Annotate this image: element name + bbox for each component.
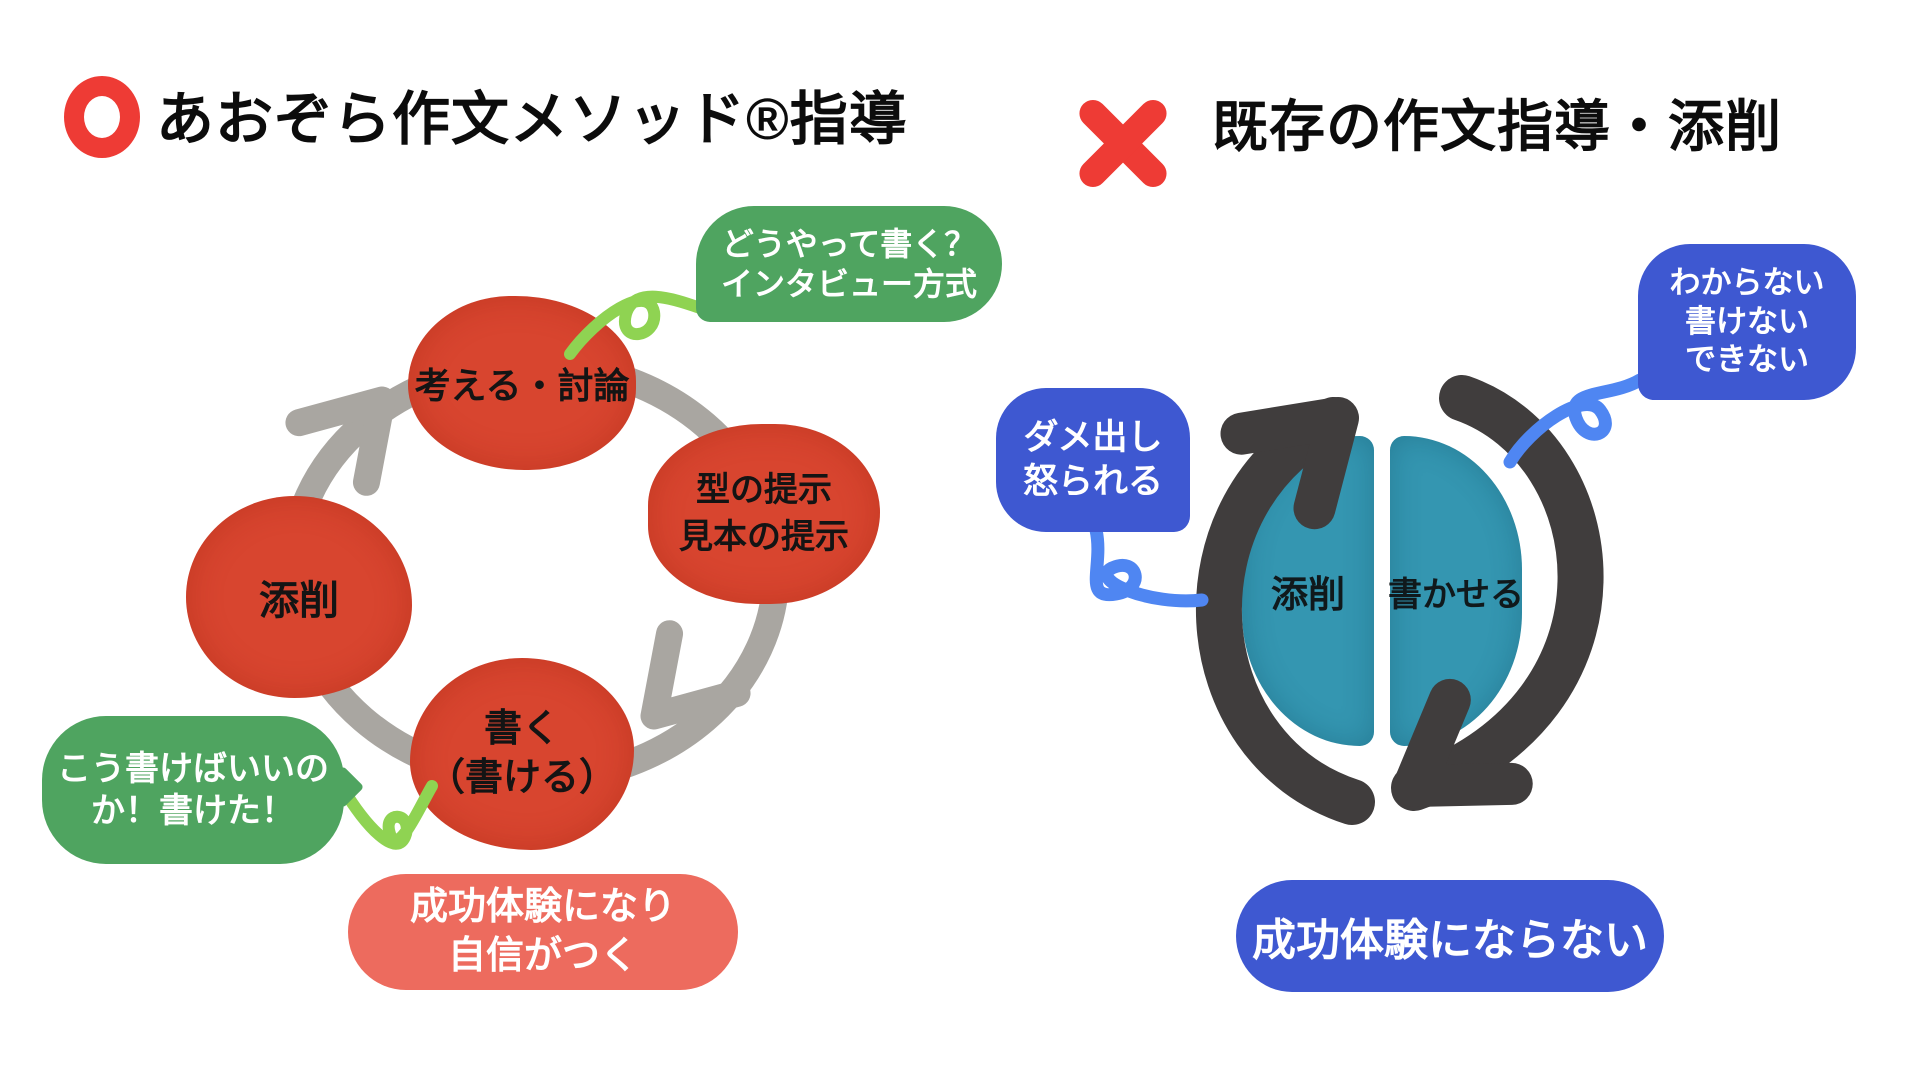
bubble-line: か！書けた！ [91,792,295,830]
cycle-node-correction: 添削 [186,496,412,698]
bubble-line: 書けない [1685,303,1809,339]
curl-connector-blue-right [1503,373,1647,469]
result-pill-failure: 成功体験にならない [1236,880,1664,992]
bubble-line: わからない [1669,264,1825,300]
left-panel-title: あおぞら作文メソッド®指導 [156,87,908,152]
speech-bubble-scolded: ダメ出し 怒られる [996,388,1190,532]
cycle-node-think-discuss: 考える・討論 [408,296,636,470]
speech-bubble-cant-do: わからない 書けない できない [1638,244,1856,400]
half-label: 添削 [1271,574,1345,615]
result-pill-success: 成功体験になり 自信がつく [348,874,738,990]
bubble-line: できない [1685,342,1809,378]
good-circle-mark-icon [64,76,140,158]
loop-half-make-write: 書かせる [1388,436,1524,746]
bubble-line: ダメ出し [1023,418,1163,458]
curl-connector-blue-left [1089,523,1209,608]
result-line: 自信がつく [447,935,638,977]
bubble-line: こう書けばいいの [57,749,329,788]
speech-bubble-i-wrote-it: こう書けばいいの か！書けた！ [42,716,365,864]
half-label: 書かせる [1388,575,1524,614]
cycle-node-show-model: 型の提示 見本の提示 [648,424,880,604]
bad-cross-mark-icon [1070,90,1176,196]
node-label: 添削 [259,579,339,623]
right-panel-title: 既存の作文指導・添削 [1212,95,1782,158]
node-label: 型の提示 [696,471,832,510]
cycle-node-write: 書く （書ける） [410,658,634,850]
result-line: 成功体験にならない [1252,916,1648,965]
node-label: 書く [483,707,560,750]
bubble-line: 怒られる [1022,462,1163,501]
bubble-line: インタビュー方式 [720,266,977,302]
node-label: 見本の提示 [679,518,849,556]
cycle-arrowhead-down-icon [640,620,751,730]
node-label: 考える・討論 [414,365,630,406]
speech-bubble-how-to-write: どうやって書く？ インタビュー方式 [696,206,1002,322]
result-line: 成功体験になり [409,885,676,928]
node-label: （書ける） [426,757,617,799]
loop-half-correction: 添削 [1242,436,1374,746]
bubble-line: どうやって書く？ [721,226,977,262]
cycle-arrowhead-up-icon [285,386,396,496]
